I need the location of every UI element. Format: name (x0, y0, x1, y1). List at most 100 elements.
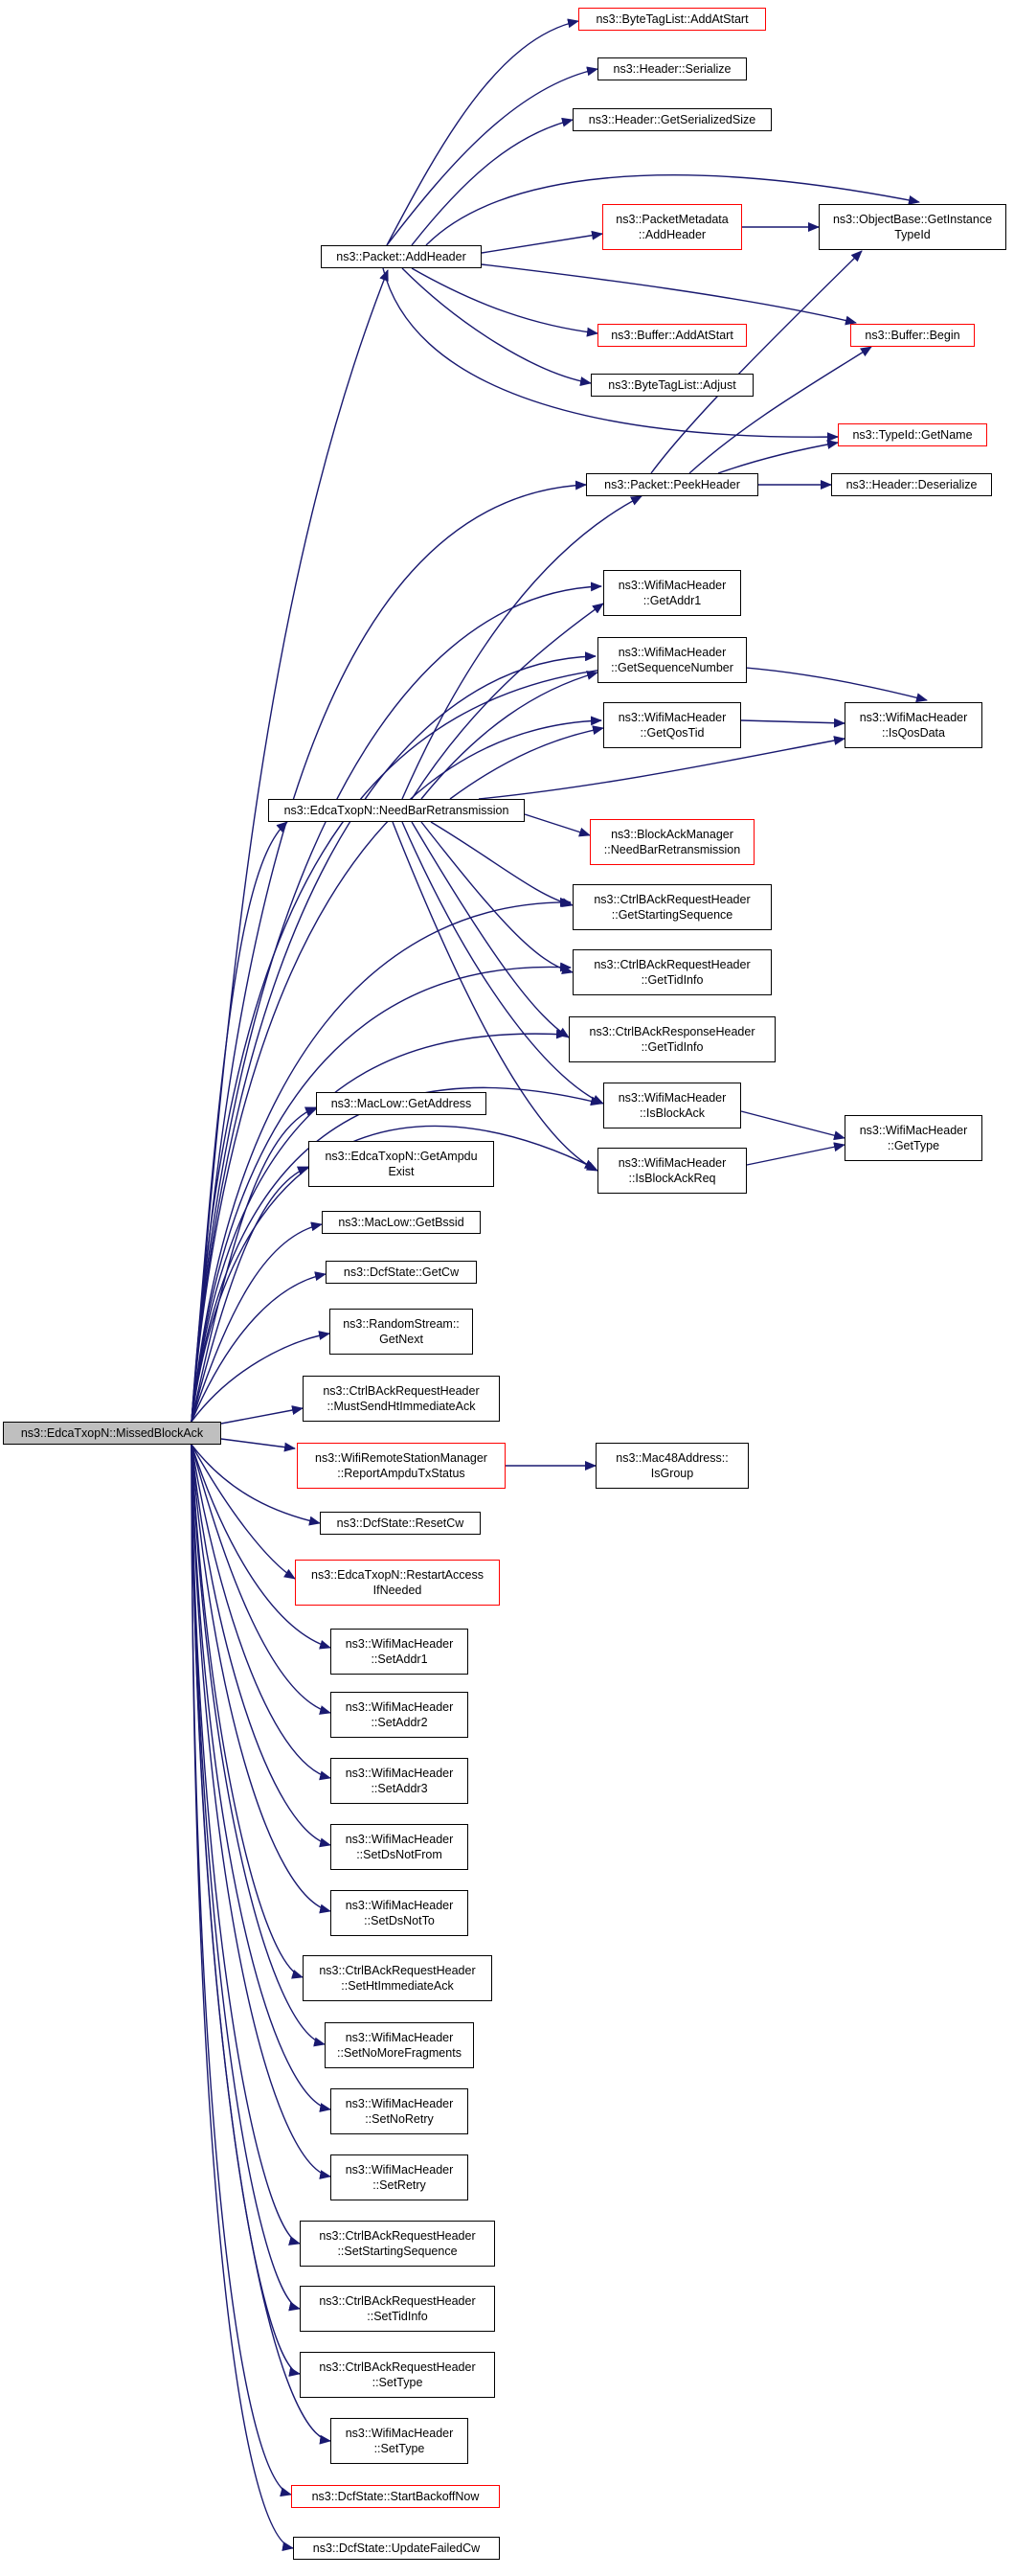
call-edge (524, 813, 591, 837)
call-edge (478, 736, 845, 800)
call-edge (220, 1438, 296, 1452)
call-edge (386, 66, 598, 246)
node-wifimacheader-set-retry[interactable]: ns3::WifiMacHeader ::SetRetry (330, 2154, 468, 2200)
node-wifimacheader-set-type[interactable]: ns3::WifiMacHeader ::SetType (330, 2418, 468, 2464)
call-edge (191, 1444, 304, 1979)
call-edge (401, 821, 604, 1105)
call-edge (746, 1142, 845, 1166)
call-edge (191, 1444, 331, 1715)
node-ctrlbackrequestheader-set-tid-info[interactable]: ns3::CtrlBAckRequestHeader ::SetTidInfo (300, 2286, 495, 2332)
node-ctrlbackrequestheader-get-tid-info[interactable]: ns3::CtrlBAckRequestHeader ::GetTidInfo (573, 949, 772, 995)
call-edge (401, 495, 642, 800)
node-wifimacheader-get-type[interactable]: ns3::WifiMacHeader ::GetType (845, 1115, 982, 1161)
node-ctrlbackresponseheader-get-tid-info[interactable]: ns3::CtrlBAckResponseHeader ::GetTidInfo (569, 1016, 776, 1062)
call-edge (191, 1166, 309, 1423)
node-packet-add-header[interactable]: ns3::Packet::AddHeader (321, 245, 482, 268)
node-wifimacheader-set-addr2[interactable]: ns3::WifiMacHeader ::SetAddr2 (330, 1692, 468, 1738)
node-ctrlbackrequestheader-get-starting-sequence[interactable]: ns3::CtrlBAckRequestHeader ::GetStarting… (573, 884, 772, 930)
call-edge (481, 263, 857, 326)
call-edge (191, 651, 597, 1423)
call-edge (191, 1221, 323, 1423)
call-edge (191, 1086, 602, 1423)
call-edge (420, 671, 598, 800)
call-edge (392, 821, 598, 1172)
node-bytetaglist-adjust[interactable]: ns3::ByteTagList::Adjust (591, 374, 754, 397)
call-edge (191, 716, 602, 1423)
node-typeid-get-name[interactable]: ns3::TypeId::GetName (838, 423, 987, 446)
call-edge (191, 1444, 301, 2245)
call-edge (191, 962, 572, 1423)
call-edge (191, 664, 928, 1423)
node-packet-peek-header[interactable]: ns3::Packet::PeekHeader (586, 473, 758, 496)
node-header-serialize[interactable]: ns3::Header::Serialize (597, 57, 747, 80)
call-edge (191, 1444, 331, 1650)
call-edge (411, 117, 574, 246)
node-wifimacheader-set-addr1[interactable]: ns3::WifiMacHeader ::SetAddr1 (330, 1629, 468, 1675)
node-header-get-serialized-size[interactable]: ns3::Header::GetSerializedSize (573, 108, 772, 131)
node-blockackmanager-need-bar-retransmission[interactable]: ns3::BlockAckManager ::NeedBarRetransmis… (590, 819, 755, 865)
node-wifimacheader-set-ds-not-to[interactable]: ns3::WifiMacHeader ::SetDsNotTo (330, 1890, 468, 1936)
node-wifimacheader-get-addr1[interactable]: ns3::WifiMacHeader ::GetAddr1 (603, 570, 741, 616)
node-ctrlbackrequestheader-must-send-ht-immediate-ack[interactable]: ns3::CtrlBAckRequestHeader ::MustSendHtI… (303, 1376, 500, 1422)
node-header-deserialize[interactable]: ns3::Header::Deserialize (831, 473, 992, 496)
call-edge (191, 1444, 331, 2112)
call-edge (386, 18, 579, 246)
node-wifimacheader-is-qos-data[interactable]: ns3::WifiMacHeader ::IsQosData (845, 702, 982, 748)
call-edge (688, 346, 872, 474)
node-wifimacheader-set-ds-not-from[interactable]: ns3::WifiMacHeader ::SetDsNotFrom (330, 1824, 468, 1870)
node-wifimacheader-get-qos-tid[interactable]: ns3::WifiMacHeader ::GetQosTid (603, 702, 741, 748)
node-maclow-get-address[interactable]: ns3::MacLow::GetAddress (316, 1092, 486, 1115)
node-dcfstate-reset-cw[interactable]: ns3::DcfState::ResetCw (320, 1512, 481, 1535)
call-edge (430, 821, 574, 908)
call-edge (481, 230, 603, 254)
node-mac48address-is-group[interactable]: ns3::Mac48Address:: IsGroup (596, 1443, 749, 1489)
call-edge (411, 603, 604, 800)
node-buffer-begin[interactable]: ns3::Buffer::Begin (850, 324, 975, 347)
call-edge (191, 1444, 321, 1526)
node-edcatxopn-missed-block-ack: ns3::EdcaTxopN::MissedBlockAck (3, 1422, 221, 1445)
node-edcatxopn-need-bar-retransmission[interactable]: ns3::EdcaTxopN::NeedBarRetransmission (268, 799, 525, 822)
node-wifimacheader-set-addr3[interactable]: ns3::WifiMacHeader ::SetAddr3 (330, 1758, 468, 1804)
call-edge (717, 440, 839, 474)
call-edge (191, 1444, 301, 2312)
call-edge (740, 718, 845, 728)
node-ctrlbackrequestheader-set-starting-sequence[interactable]: ns3::CtrlBAckRequestHeader ::SetStarting… (300, 2221, 495, 2267)
call-edge (425, 174, 920, 246)
node-wifimacheader-is-block-ack[interactable]: ns3::WifiMacHeader ::IsBlockAck (603, 1083, 741, 1128)
call-edge (191, 1271, 327, 1423)
node-randomstream-get-next[interactable]: ns3::RandomStream:: GetNext (329, 1309, 473, 1355)
node-ctrlbackrequestheader-set-type[interactable]: ns3::CtrlBAckRequestHeader ::SetType (300, 2352, 495, 2398)
call-edge (411, 821, 570, 1038)
node-edcatxopn-get-ampdu-exist[interactable]: ns3::EdcaTxopN::GetAmpdu Exist (308, 1141, 494, 1187)
call-edge (191, 1331, 330, 1423)
node-wifimacheader-is-block-ack-req[interactable]: ns3::WifiMacHeader ::IsBlockAckReq (597, 1148, 747, 1194)
node-buffer-add-at-start[interactable]: ns3::Buffer::AddAtStart (597, 324, 747, 347)
call-edge (191, 1106, 317, 1423)
node-dcfstate-start-backoff-now[interactable]: ns3::DcfState::StartBackoffNow (291, 2485, 500, 2508)
node-dcfstate-update-failed-cw[interactable]: ns3::DcfState::UpdateFailedCw (293, 2537, 500, 2560)
call-edge (411, 267, 598, 337)
call-edge (191, 1444, 331, 1914)
node-dcfstate-get-cw[interactable]: ns3::DcfState::GetCw (326, 1261, 477, 1284)
node-maclow-get-bssid[interactable]: ns3::MacLow::GetBssid (322, 1211, 481, 1234)
call-edge (420, 821, 574, 975)
node-wifiremotestationmanager-report-ampdu-tx-status[interactable]: ns3::WifiRemoteStationManager ::ReportAm… (297, 1443, 506, 1489)
node-bytetaglist-add-at-start[interactable]: ns3::ByteTagList::AddAtStart (578, 8, 766, 31)
node-wifimacheader-get-sequence-number[interactable]: ns3::WifiMacHeader ::GetSequenceNumber (597, 637, 747, 683)
node-objectbase-get-instance-typeid[interactable]: ns3::ObjectBase::GetInstance TypeId (819, 204, 1006, 250)
call-edge (449, 725, 604, 800)
call-edge (191, 1444, 294, 2551)
call-edge (191, 1444, 331, 1848)
node-packetmetadata-add-header[interactable]: ns3::PacketMetadata ::AddHeader (602, 204, 742, 250)
call-edge (191, 269, 389, 1423)
call-edge (191, 1444, 296, 1580)
call-edge (650, 250, 863, 474)
node-wifimacheader-set-no-retry[interactable]: ns3::WifiMacHeader ::SetNoRetry (330, 2088, 468, 2134)
call-edge (191, 897, 572, 1423)
call-edge (191, 1444, 326, 2047)
node-edcatxopn-restart-access-if-needed[interactable]: ns3::EdcaTxopN::RestartAccess IfNeeded (295, 1560, 500, 1606)
node-ctrlbackrequestheader-set-ht-immediate-ack[interactable]: ns3::CtrlBAckRequestHeader ::SetHtImmedi… (303, 1955, 492, 2001)
node-wifimacheader-set-no-more-fragments[interactable]: ns3::WifiMacHeader ::SetNoMoreFragments (325, 2022, 474, 2068)
call-edge (220, 1405, 304, 1425)
